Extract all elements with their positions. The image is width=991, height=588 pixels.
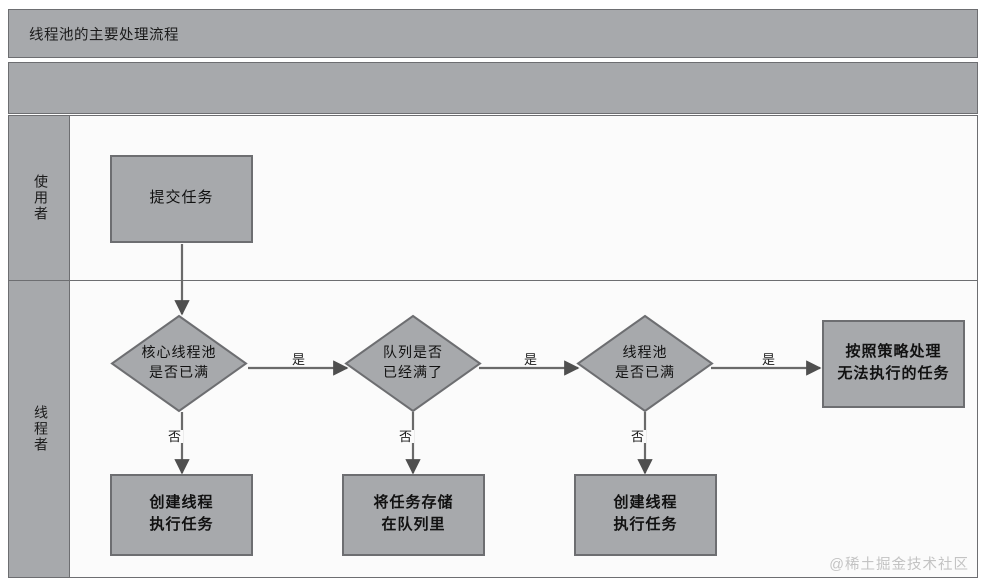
swimlane-label-thread-text: 线程者: [32, 405, 47, 453]
node-core-pool-full-label: 核心线程池 是否已满: [142, 344, 217, 383]
node-reject-policy-line-2: 无法执行的任务: [837, 366, 950, 382]
swimlane-label-thread: 线程者: [9, 281, 70, 577]
node-queue-full-line-2: 已经满了: [383, 365, 443, 381]
node-create-thread-execute-1[interactable]: 创建线程 执行任务: [110, 474, 253, 556]
edge-label-yes-2: 是: [522, 352, 540, 367]
node-create-thread-execute-2-line-1: 创建线程: [613, 495, 678, 512]
node-create-thread-execute-2-line-2: 执行任务: [613, 517, 678, 533]
node-core-pool-full-line-1: 核心线程池: [141, 345, 217, 361]
node-reject-policy-label: 按照策略处理 无法执行的任务: [837, 342, 949, 386]
node-create-thread-execute-2[interactable]: 创建线程 执行任务: [574, 474, 717, 556]
node-queue-full-decision[interactable]: 队列是否 已经满了: [344, 314, 482, 413]
diagram-title-bar: 线程池的主要处理流程: [8, 9, 978, 58]
edge-label-no-3: 否: [629, 429, 647, 444]
watermark: @稀土掘金技术社区: [829, 557, 969, 573]
node-pool-full-line-1: 线程池: [622, 345, 668, 361]
node-submit-task[interactable]: 提交任务: [110, 155, 253, 243]
node-queue-full-label: 队列是否 已经满了: [383, 344, 443, 383]
node-create-thread-execute-1-line-2: 执行任务: [149, 517, 214, 533]
node-pool-full-decision[interactable]: 线程池 是否已满: [576, 314, 714, 413]
node-store-task-in-queue-label: 将任务存储 在队列里: [373, 493, 453, 537]
node-create-thread-execute-2-label: 创建线程 执行任务: [613, 493, 677, 537]
swimlane-label-user: 使用者: [9, 116, 70, 280]
node-store-task-in-queue-line-2: 在队列里: [381, 517, 446, 533]
diamond-shape: [110, 314, 248, 413]
node-reject-policy[interactable]: 按照策略处理 无法执行的任务: [822, 320, 965, 408]
node-core-pool-full-line-2: 是否已满: [149, 365, 209, 381]
diamond-shape: [576, 314, 714, 413]
edge-label-yes-3: 是: [760, 352, 778, 367]
node-submit-task-label: 提交任务: [149, 190, 214, 207]
diagram-title: 线程池的主要处理流程: [29, 27, 179, 43]
node-pool-full-line-2: 是否已满: [615, 365, 675, 381]
edge-label-no-1: 否: [166, 429, 184, 444]
node-create-thread-execute-1-label: 创建线程 执行任务: [149, 493, 213, 537]
edge-label-yes-1: 是: [290, 352, 308, 367]
swimlane-label-user-text: 使用者: [32, 174, 47, 222]
node-create-thread-execute-1-line-1: 创建线程: [149, 495, 214, 512]
diamond-shape: [344, 314, 482, 413]
node-reject-policy-line-1: 按照策略处理: [845, 344, 942, 361]
node-core-pool-full-decision[interactable]: 核心线程池 是否已满: [110, 314, 248, 413]
node-pool-full-label: 线程池 是否已满: [615, 344, 675, 383]
node-store-task-in-queue-line-1: 将任务存储: [373, 495, 454, 512]
node-queue-full-line-1: 队列是否: [383, 345, 443, 361]
diagram-header-band: [8, 62, 978, 114]
node-store-task-in-queue[interactable]: 将任务存储 在队列里: [342, 474, 485, 556]
edge-label-no-2: 否: [397, 429, 415, 444]
